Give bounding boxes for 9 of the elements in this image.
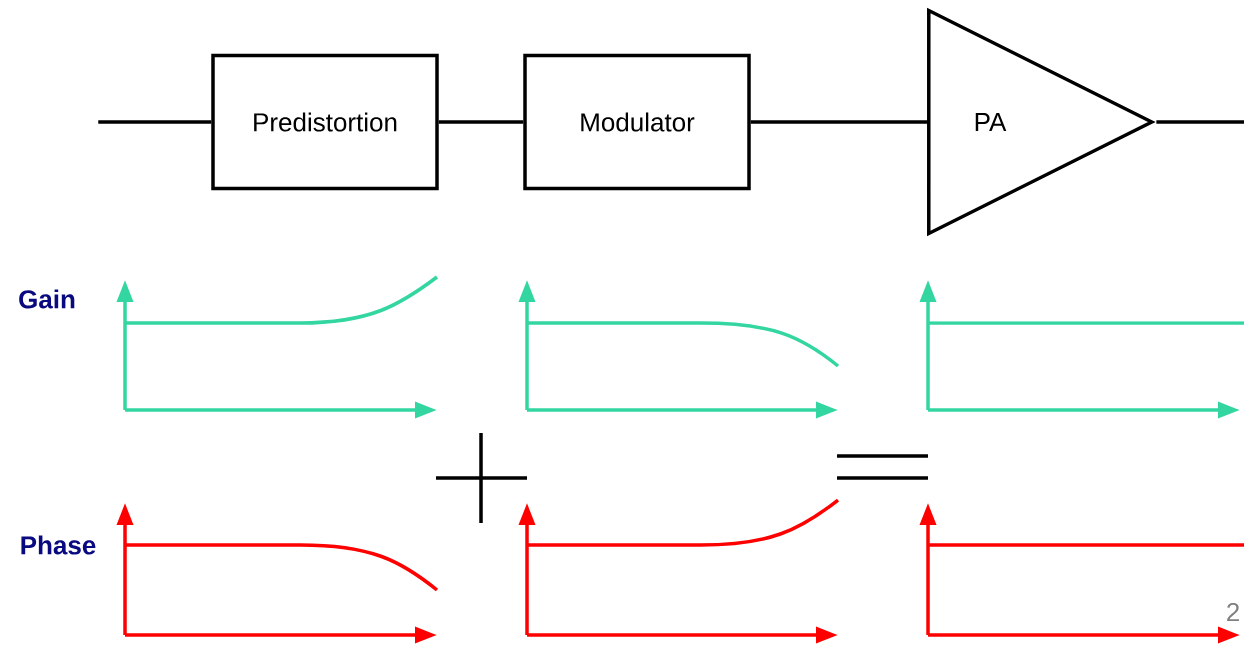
connector-line — [750, 120, 927, 124]
process-box: Predistortion — [211, 53, 439, 191]
connector-line — [438, 120, 524, 124]
connector-line — [1156, 120, 1244, 124]
page-number: 2 — [1227, 602, 1239, 622]
row-label: Gain — [19, 289, 75, 309]
row-label: Phase — [21, 535, 96, 555]
process-box: Modulator — [523, 53, 751, 191]
connector-line — [98, 120, 212, 124]
